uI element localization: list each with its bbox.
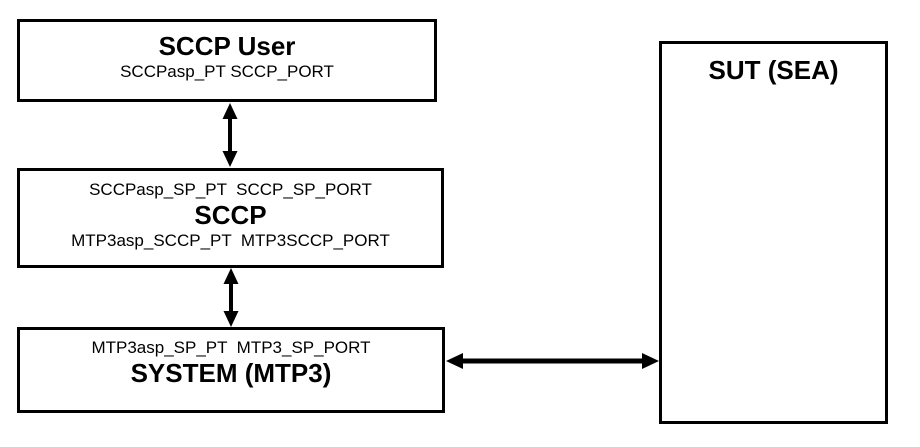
arrow-sccp-system-mtp3 [223,268,239,327]
sccp-user-ports: SCCPasp_PT SCCP_PORT [120,62,334,81]
arrow-system-mtp3-sut [446,353,659,369]
box-system-mtp3: MTP3asp_SP_PT MTP3_SP_PORT SYSTEM (MTP3) [17,327,445,413]
arrow-sccp-user-sccp [222,103,238,167]
system-mtp3-title: SYSTEM (MTP3) [130,358,332,388]
system-mtp3-ports: MTP3asp_SP_PT MTP3_SP_PORT [91,338,371,357]
sut-title: SUT (SEA) [708,55,839,85]
box-sccp: SCCPasp_SP_PT SCCP_SP_PORT SCCP MTP3asp_… [17,168,444,268]
box-sut: SUT (SEA) [659,41,888,424]
sccp-title: SCCP [194,200,267,230]
sccp-user-title: SCCP User [158,31,296,61]
box-sccp-user: SCCP User SCCPasp_PT SCCP_PORT [17,19,437,102]
sccp-bottom-ports: MTP3asp_SCCP_PT MTP3SCCP_PORT [71,231,390,250]
sccp-top-ports: SCCPasp_SP_PT SCCP_SP_PORT [89,180,372,199]
